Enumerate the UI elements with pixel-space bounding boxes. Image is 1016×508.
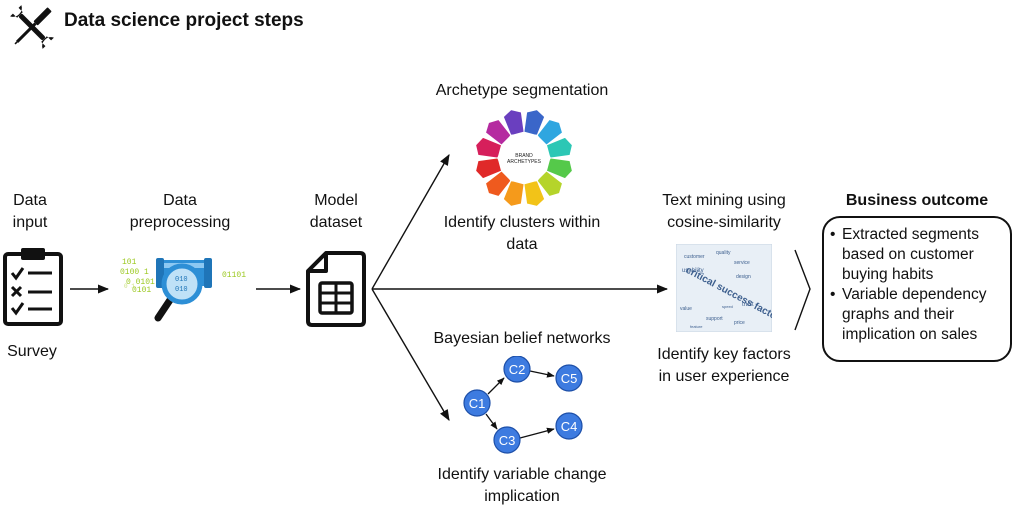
svg-text:support: support [706,316,723,322]
node-c3: C3 [493,426,521,454]
svg-text:C5: C5 [561,371,578,386]
archetype-heading: Archetype segmentation [435,82,609,99]
svg-text:0100 1: 0100 1 [120,268,149,277]
arrow-model-to-bayesian [371,288,450,421]
text-mining-desc-line1: Identify key factors [657,346,791,363]
text-mining-desc-line2: in user experience [658,368,790,385]
node-c5: C5 [555,364,583,392]
arrow-model-to-archetype [371,154,450,290]
tools-icon [10,2,54,52]
spreadsheet-file-icon [304,249,368,329]
archetype-desc-line1: Identify clusters within [443,214,601,231]
svg-text:price: price [734,320,745,326]
data-input-label-line1: Data [13,192,47,209]
svg-text:usability: usability [682,268,704,274]
survey-caption: Survey [7,343,57,360]
svg-text:quality: quality [716,250,731,256]
outcome-heading: Business outcome [845,192,989,209]
svg-text:010: 010 [175,286,188,294]
data-input-label-line2: input [12,214,48,231]
bayesian-desc-line1: Identify variable change [437,466,607,483]
outcome-bullets: Extracted segments based on customer buy… [830,225,1012,345]
svg-text:speed: speed [722,304,733,309]
svg-text:value: value [680,306,692,312]
svg-text:0 0101: 0 0101 [126,278,155,287]
bayesian-network-diagram: C1 C2 C3 C4 C5 [456,355,592,460]
svg-text:C4: C4 [561,419,578,434]
page-title: Data science project steps [64,10,304,31]
right-bits-text: 01101 [222,271,246,280]
svg-text:C1: C1 [469,396,486,411]
svg-text:trust: trust [742,302,754,308]
text-mining-heading-line1: Text mining using [662,192,786,209]
svg-text:0101: 0101 [132,286,151,295]
outcome-bullet: Variable dependency graphs and their imp… [830,285,1012,345]
chevron-icon [794,249,811,331]
outcome-bullet: Extracted segments based on customer buy… [830,225,1012,285]
bayesian-desc-line2: implication [484,488,560,505]
preprocessing-label-line1: Data [163,192,197,209]
word-cloud-image: critical success factor customer quality… [675,243,782,333]
archetype-desc-line2: data [506,236,538,253]
svg-text:design: design [736,274,751,280]
preprocessing-label-line2: preprocessing [129,214,231,231]
svg-text:service: service [734,260,750,266]
svg-text:C3: C3 [499,433,516,448]
svg-text:010: 010 [175,276,188,284]
wheel-petal [523,180,546,207]
wheel-center-line1: BRAND [515,153,533,159]
node-c2: C2 [503,355,531,383]
node-c1: C1 [463,389,491,417]
svg-text:feature: feature [690,324,703,329]
clipboard-checklist-icon [2,246,66,328]
text-mining-heading-line2: cosine-similarity [667,214,781,231]
wheel-petal [485,170,512,197]
node-c4: C4 [555,412,583,440]
wheel-petal [475,136,502,159]
model-label-line2: dataset [309,214,363,231]
model-label-line1: Model [314,192,358,209]
svg-text:C2: C2 [509,362,526,377]
svg-text:customer: customer [684,254,705,260]
bayesian-heading: Bayesian belief networks [433,330,611,347]
wheel-petal [546,157,573,180]
wheel-petal [502,109,525,136]
wheel-center-line2: ARCHETYPES [507,159,542,165]
left-bits-text: 101 [122,258,137,267]
svg-text:0 1: 0 1 [124,283,135,290]
pipe-magnifier-icon: 101 0100 1 0 0101 0101 0 1 01101 010 010 [118,250,258,326]
wheel-center [497,134,551,182]
wheel-petal [536,119,563,146]
